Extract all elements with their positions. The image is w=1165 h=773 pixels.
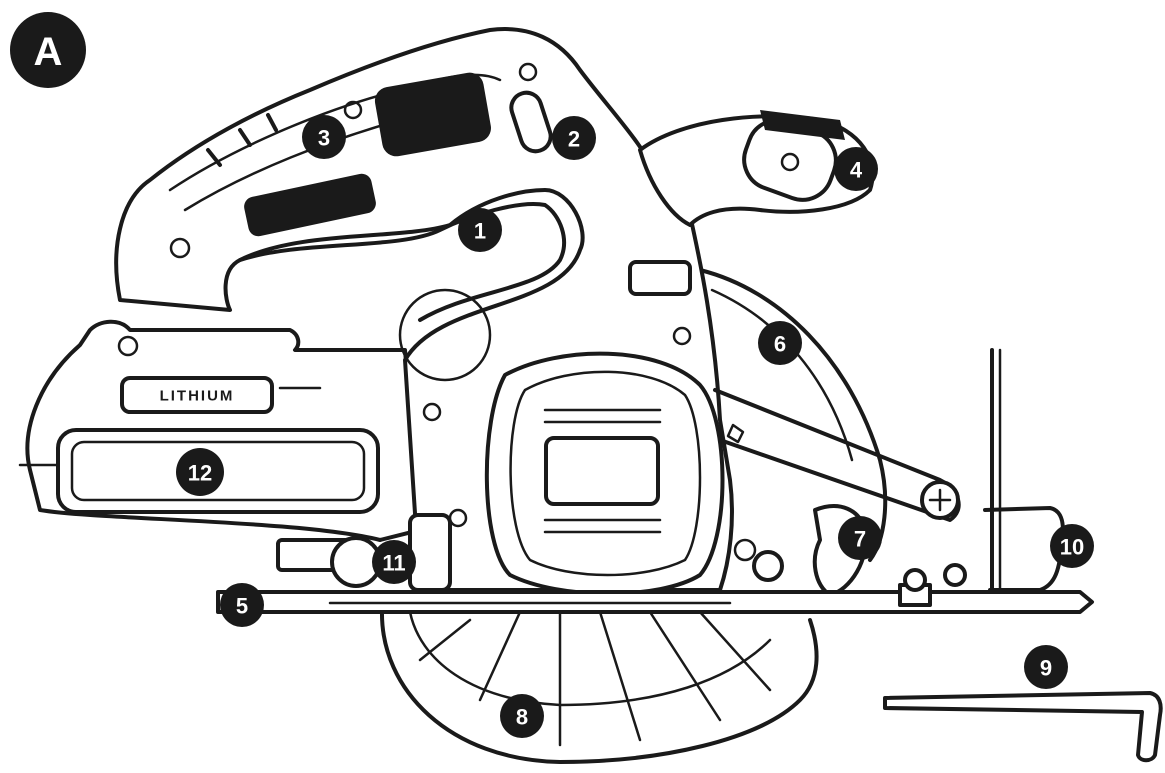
callout-6: 6 [758, 321, 802, 365]
bevel-arm [628, 260, 961, 522]
callout-5: 5 [220, 583, 264, 627]
callout-label: 5 [236, 594, 248, 619]
callout-3: 3 [302, 115, 346, 159]
callout-7: 7 [838, 516, 882, 560]
callout-9: 9 [1024, 645, 1068, 689]
callout-label: 9 [1040, 656, 1052, 681]
callout-1: 1 [458, 208, 502, 252]
battery-pack [18, 428, 380, 514]
hex-key [883, 691, 1163, 763]
figure-label: A [34, 30, 63, 74]
motor-cap [398, 288, 725, 596]
callout-12: 12 [176, 448, 224, 496]
auxiliary-handle [638, 110, 875, 227]
callout-11: 11 [372, 540, 416, 584]
callout-8: 8 [500, 694, 544, 738]
callout-label: 3 [318, 126, 330, 151]
callout-label: 4 [850, 158, 863, 183]
callout-label: 7 [854, 527, 866, 552]
callout-2: 2 [552, 116, 596, 160]
callout-label: 12 [188, 461, 212, 486]
base-plate [216, 563, 1094, 614]
upper-blade-guard [698, 268, 888, 562]
callout-label: 11 [382, 551, 405, 576]
rip-fence [983, 348, 1065, 602]
callout-label: 10 [1060, 535, 1084, 560]
callout-4: 4 [834, 147, 878, 191]
callout-label: 2 [568, 127, 580, 152]
brand-label: LITHIUM [160, 388, 235, 405]
callout-10: 10 [1050, 524, 1094, 568]
figure-badge: A [10, 12, 86, 88]
saw-blade-lower [379, 608, 819, 764]
callout-label: 6 [774, 332, 786, 357]
callout-label: 1 [474, 219, 486, 244]
callout-label: 8 [516, 705, 528, 730]
